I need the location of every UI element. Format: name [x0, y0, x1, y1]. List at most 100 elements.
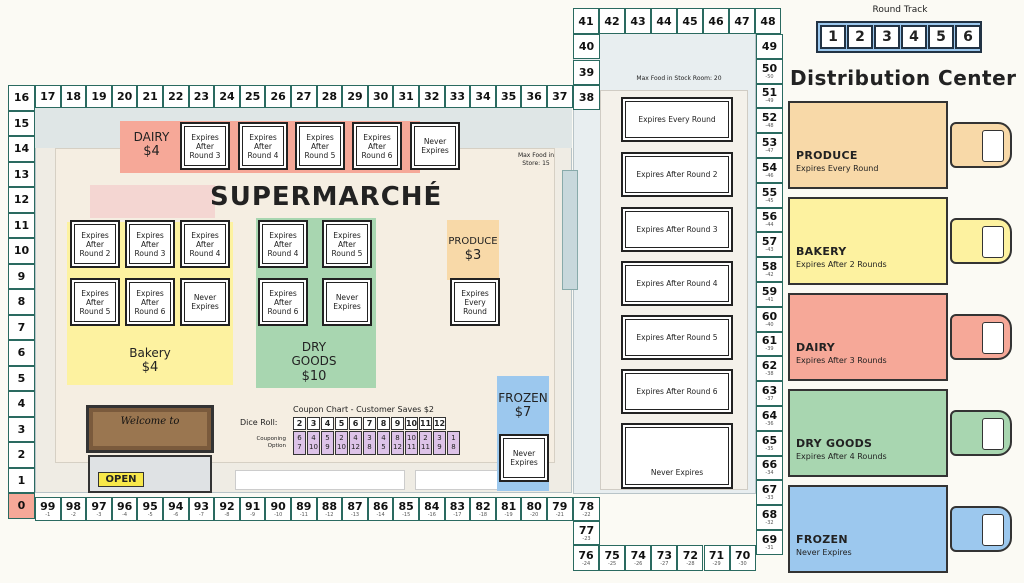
food-card[interactable]: Expires After Round 3 — [125, 220, 175, 268]
track-space: 7 — [8, 314, 35, 340]
round-track-cell[interactable]: 4 — [901, 25, 927, 49]
round-track-cell[interactable]: 3 — [874, 25, 900, 49]
truck-cab — [950, 410, 1012, 456]
track-space: 74-26 — [625, 545, 652, 571]
food-card[interactable]: Never Expires — [410, 122, 460, 170]
track-space: 96-4 — [111, 497, 138, 521]
track-space-number: 3 — [17, 422, 26, 436]
track-space: 67-33 — [756, 480, 783, 506]
track-space-number: 51 — [761, 86, 778, 100]
coupon-option-bottom: 5 — [381, 443, 386, 451]
dice-roll-cell: 4 — [321, 417, 334, 430]
track-space-number: 28 — [321, 90, 338, 103]
food-card[interactable]: Expires After Round 4 — [238, 122, 288, 170]
track-space-number: 94 — [168, 499, 184, 513]
food-card[interactable]: Expires After Round 3 — [180, 122, 230, 170]
track-space: 10 — [8, 238, 35, 264]
round-track-cell[interactable]: 6 — [955, 25, 981, 49]
truck-trailer — [788, 293, 948, 381]
stock-room-card[interactable]: Expires Every Round — [621, 97, 733, 142]
dice-roll-cell: 6 — [349, 417, 362, 430]
track-space-number: 54 — [761, 160, 778, 174]
food-card[interactable]: Expires After Round 5 — [295, 122, 345, 170]
track-space: 4 — [8, 391, 35, 417]
track-space-number: 46 — [708, 14, 724, 28]
truck-name: DRY GOODS — [796, 437, 873, 450]
round-track-cell[interactable]: 2 — [847, 25, 873, 49]
truck-expiry: Expires After 4 Rounds — [796, 452, 887, 461]
pink-display — [90, 185, 215, 218]
food-card[interactable]: Expires After Round 6 — [125, 278, 175, 326]
track-space: 31 — [393, 85, 419, 108]
track-space-number: 52 — [761, 111, 778, 125]
dice-roll-cell: 7 — [363, 417, 376, 430]
track-space-number: 40 — [578, 40, 595, 53]
distribution-center-title: Distribution Center — [790, 66, 1017, 90]
dice-roll-cell: 9 — [391, 417, 404, 430]
track-space: 54-46 — [756, 158, 783, 183]
track-space-number: 60 — [761, 309, 778, 323]
food-card[interactable]: Expires After Round 2 — [70, 220, 120, 268]
track-space-number: 55 — [761, 185, 778, 199]
round-track-cell[interactable]: 5 — [928, 25, 954, 49]
track-space-offset: -3 — [96, 511, 102, 518]
track-space-offset: -17 — [453, 511, 462, 518]
track-space-number: 45 — [682, 14, 698, 28]
track-space: 5 — [8, 365, 35, 391]
track-space-offset: -26 — [634, 560, 643, 567]
stock-room-card[interactable]: Expires After Round 2 — [621, 152, 733, 197]
track-space: 6 — [8, 340, 35, 366]
store-title: SUPERMARCHÉ — [210, 182, 443, 212]
track-space-number: 77 — [578, 523, 595, 537]
track-space-number: 90 — [270, 499, 286, 513]
food-card[interactable]: Expires After Round 4 — [180, 220, 230, 268]
track-space-offset: -42 — [765, 272, 774, 279]
dice-roll-cell: 8 — [377, 417, 390, 430]
track-space-number: 26 — [270, 90, 286, 103]
round-track-cell[interactable]: 1 — [820, 25, 846, 49]
coupon-option-top: 3 — [437, 433, 442, 442]
track-space-number: 41 — [578, 14, 594, 28]
coupon-option-top: 2 — [423, 433, 428, 442]
dice-roll-cell: 3 — [307, 417, 320, 430]
track-space-offset: -48 — [765, 123, 774, 130]
track-space-offset: -1 — [45, 511, 51, 518]
food-card[interactable]: Expires After Round 5 — [322, 220, 372, 268]
coupon-option-top: 4 — [381, 433, 386, 442]
food-card[interactable]: Expires After Round 4 — [258, 220, 308, 268]
food-card[interactable]: Never Expires — [499, 434, 549, 482]
food-card[interactable]: Expires After Round 6 — [258, 278, 308, 326]
food-card[interactable]: Never Expires — [180, 278, 230, 326]
stock-room-card[interactable]: Expires After Round 3 — [621, 207, 733, 252]
track-space: 8 — [8, 289, 35, 315]
food-card[interactable]: Expires After Round 5 — [70, 278, 120, 326]
food-card[interactable]: Expires Every Round — [450, 278, 500, 326]
coupon-option-top: 8 — [395, 433, 400, 442]
couponing-option-label: Couponing Option — [256, 436, 286, 450]
track-space-offset: -10 — [274, 511, 283, 518]
track-space: 45 — [677, 8, 703, 34]
stock-room-card[interactable]: Never Expires — [621, 423, 733, 489]
track-space: 84-16 — [419, 497, 445, 521]
track-space-number: 75 — [604, 548, 620, 562]
food-card[interactable]: Expires After Round 6 — [352, 122, 402, 170]
track-space-number: 30 — [372, 90, 389, 103]
track-space: 30 — [367, 85, 394, 108]
track-space-number: 37 — [552, 90, 568, 103]
track-space: 48 — [755, 8, 781, 34]
stock-room-card[interactable]: Expires After Round 5 — [621, 315, 733, 360]
track-space: 33 — [444, 85, 471, 108]
food-card[interactable]: Never Expires — [322, 278, 372, 326]
stock-room-card[interactable]: Expires After Round 4 — [621, 261, 733, 306]
track-space-number: 59 — [761, 284, 778, 298]
track-space-number: 1 — [17, 473, 26, 487]
track-space-offset: -29 — [712, 560, 721, 567]
stock-room-card[interactable]: Expires After Round 6 — [621, 369, 733, 414]
track-space-offset: -18 — [478, 511, 488, 518]
produce-label: PRODUCE $3 — [440, 236, 506, 264]
dice-roll-cell: 10 — [405, 417, 418, 430]
track-space: 11 — [8, 212, 35, 238]
